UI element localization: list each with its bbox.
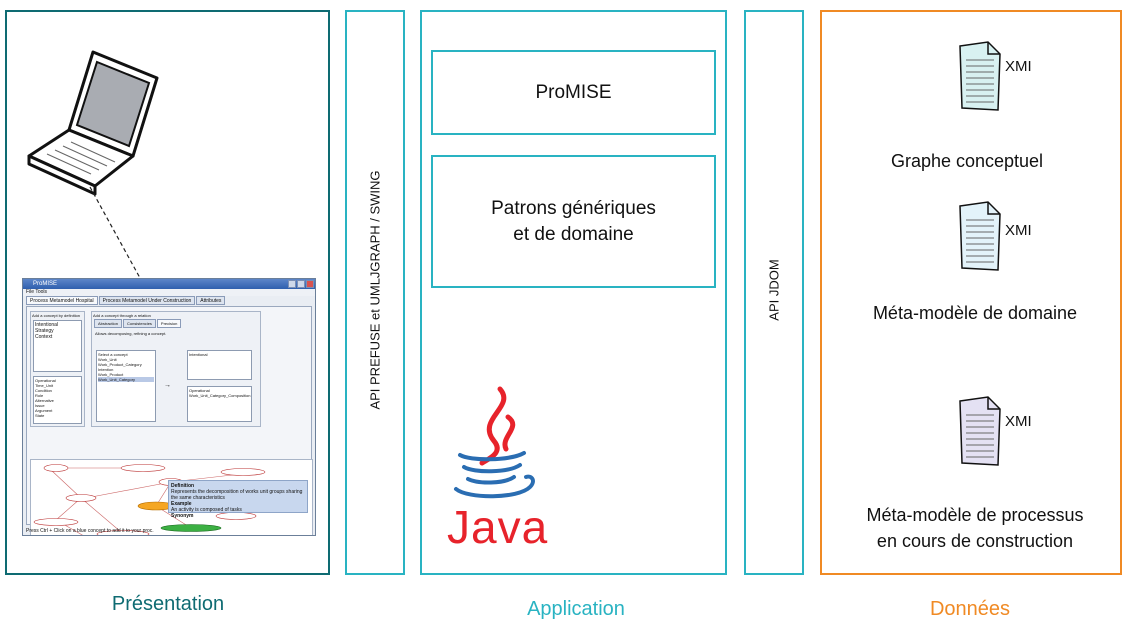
tab-attributes[interactable]: Attributes bbox=[196, 296, 226, 305]
label-line1: Méta-modèle de processus bbox=[866, 505, 1084, 525]
operational-target-list[interactable]: Operational Work_Unit_Category_Compositi… bbox=[187, 386, 252, 422]
list-item[interactable]: Work_Unit bbox=[98, 357, 117, 362]
graphe-conceptuel-label: Graphe conceptuel bbox=[890, 151, 1044, 171]
info-heading: Definition bbox=[171, 483, 195, 489]
intentional-list[interactable]: Intentional Strategy Context bbox=[33, 320, 82, 372]
application-screenshot: ProMISE File Tools Process Metamodel Hos… bbox=[22, 278, 316, 536]
api-prefuse-panel bbox=[345, 10, 405, 575]
api-jdom-panel bbox=[744, 10, 804, 575]
info-text: An activity is composed of tasks bbox=[171, 507, 242, 513]
window-titlebar: ProMISE bbox=[23, 279, 315, 289]
group-title: Add a concept through a relation bbox=[93, 313, 151, 318]
tab-content: Add a concept by definition Intentional … bbox=[26, 306, 313, 535]
status-bar: Press Ctrl + Click on a blue concept to … bbox=[26, 528, 154, 534]
relation-tabs: Abstraction Consistencies Precision bbox=[94, 319, 260, 328]
connector-line bbox=[89, 186, 141, 279]
list-item[interactable]: Context bbox=[35, 334, 53, 340]
java-logo-text-display: Java bbox=[447, 501, 549, 553]
tab-process-metamodel-under-construction[interactable]: Process Metamodel Under Construction bbox=[98, 296, 196, 305]
presentation-layer-panel bbox=[5, 10, 330, 575]
xml-document-icon bbox=[959, 201, 1001, 271]
list-item[interactable]: Work_Unit_Category_Composition bbox=[189, 393, 251, 398]
list-item[interactable]: Intentional bbox=[189, 352, 208, 357]
list-item[interactable]: Alternative bbox=[35, 398, 54, 403]
tab-consistencies[interactable]: Consistencies bbox=[123, 319, 156, 328]
window-controls[interactable] bbox=[288, 280, 314, 288]
application-layer-panel bbox=[420, 10, 727, 575]
label-line2: en cours de construction bbox=[876, 531, 1074, 552]
group-add-concept-relation: Add a concept through a relation Abstrac… bbox=[91, 311, 261, 427]
list-item[interactable]: Argument bbox=[35, 408, 53, 413]
meta-modele-processus-label: Méta-modèle de processus en cours de con… bbox=[866, 502, 1083, 554]
maximize-icon[interactable] bbox=[297, 280, 305, 288]
list-item[interactable]: Intentional bbox=[35, 322, 59, 328]
list-item[interactable]: State bbox=[35, 413, 45, 418]
list-item[interactable]: Work_Product_Category bbox=[98, 362, 142, 367]
meta-modele-domaine-label: Méta-modèle de domaine bbox=[872, 303, 1078, 323]
menu-bar[interactable]: File Tools bbox=[23, 289, 315, 296]
xml-document-icon bbox=[959, 396, 1001, 466]
close-icon[interactable] bbox=[306, 280, 314, 288]
operational-list[interactable]: Operational Time_Unit Condition Role Alt… bbox=[33, 376, 82, 424]
tab-abstraction[interactable]: Abstraction bbox=[94, 319, 123, 328]
xmi-tag-3: XMI bbox=[1005, 413, 1032, 430]
promise-box: ProMISE bbox=[431, 50, 716, 135]
patterns-box: Patrons génériques et de domaine bbox=[431, 155, 716, 288]
data-layer-panel bbox=[820, 10, 1122, 575]
minimize-icon[interactable] bbox=[288, 280, 296, 288]
window-title: ProMISE bbox=[33, 281, 58, 287]
list-item[interactable]: Strategy bbox=[35, 328, 54, 334]
info-text: Represents the decomposition of works un… bbox=[171, 489, 303, 501]
arrow-icon: → bbox=[164, 382, 171, 389]
tab-precision[interactable]: Precision bbox=[156, 319, 182, 328]
concept-info-panel: Definition Represents the decomposition … bbox=[168, 480, 308, 519]
presentation-caption: Présentation bbox=[111, 593, 225, 615]
info-heading: Example bbox=[171, 501, 192, 507]
data-caption: Données bbox=[929, 598, 1011, 620]
list-item[interactable]: Operational bbox=[35, 378, 56, 383]
api-jdom-label: API JDOM bbox=[766, 259, 782, 321]
patterns-line1: Patrons génériques bbox=[491, 197, 656, 219]
tab-bar: Process Metamodel Hospital Process Metam… bbox=[23, 296, 315, 305]
laptop-icon bbox=[27, 50, 159, 196]
info-heading: Synonym bbox=[171, 513, 194, 519]
list-item[interactable]: Role bbox=[35, 393, 44, 398]
relation-description: Allows decomposing, refining a concept. bbox=[95, 331, 167, 336]
api-prefuse-label: API PREFUSE et UMLJGRAPH / SWING bbox=[367, 170, 383, 410]
tab-process-metamodel-hospital[interactable]: Process Metamodel Hospital bbox=[26, 296, 98, 305]
xmi-tag-1: XMI bbox=[1005, 58, 1032, 75]
group-title: Add a concept by definition bbox=[32, 313, 81, 318]
xmi-tag-2: XMI bbox=[1005, 222, 1032, 239]
application-caption: Application bbox=[527, 598, 625, 620]
patterns-line2: et de domaine bbox=[513, 223, 634, 245]
list-item[interactable]: Time_Unit bbox=[35, 383, 54, 388]
list-item[interactable]: Select a concept bbox=[98, 352, 128, 357]
list-item[interactable]: Work_Unit_Category bbox=[98, 377, 154, 382]
intentional-target-list[interactable]: Intentional bbox=[187, 350, 252, 380]
list-item[interactable]: Intention bbox=[98, 367, 114, 372]
xml-document-icon bbox=[959, 41, 1001, 111]
list-item[interactable]: Condition bbox=[35, 388, 52, 393]
list-item[interactable]: Work_Product bbox=[98, 372, 124, 377]
group-add-concept-definition: Add a concept by definition Intentional … bbox=[30, 311, 85, 427]
java-logo-icon bbox=[454, 386, 535, 499]
select-concept-list[interactable]: Select a concept Work_Unit Work_Product_… bbox=[96, 350, 156, 422]
list-item[interactable]: Issue bbox=[35, 403, 45, 408]
list-item[interactable]: Operational bbox=[189, 388, 210, 393]
